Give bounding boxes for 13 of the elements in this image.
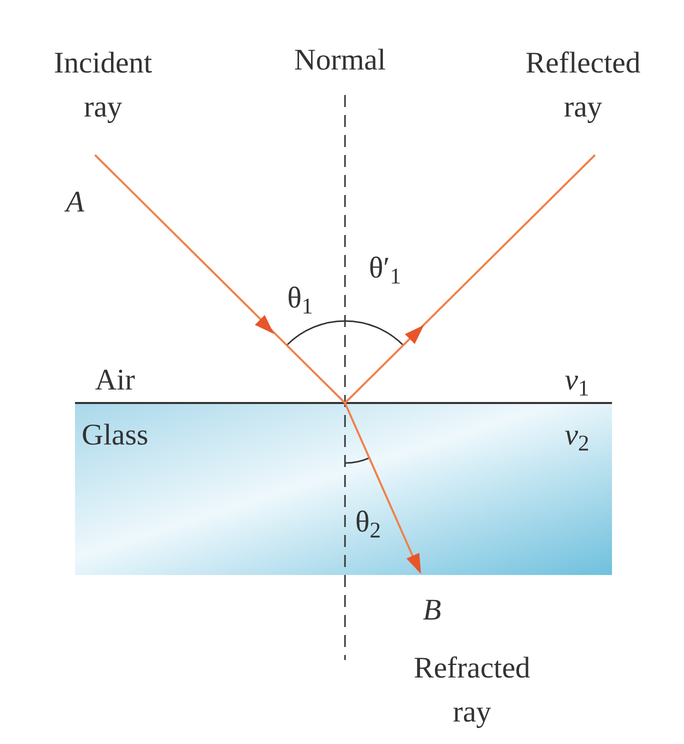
point-label: B bbox=[422, 592, 442, 628]
normal-label: Normal bbox=[293, 42, 387, 78]
speed-label: v$_{1}$ bbox=[564, 362, 590, 402]
ray-label: Refracted ray bbox=[412, 650, 532, 730]
medium-label: Air bbox=[94, 362, 136, 398]
point-label: A bbox=[63, 184, 86, 220]
speed-label: v$_{2}$ bbox=[564, 417, 590, 457]
ray-label: Incident ray bbox=[52, 46, 154, 125]
medium-label: Glass bbox=[80, 417, 150, 454]
angle-label: θ$_{2}$ bbox=[354, 504, 382, 544]
angle-label: θ′$_{1}$ bbox=[368, 250, 402, 290]
ray-label: Reflected ray bbox=[524, 46, 642, 125]
angle-label: θ$_{1}$ bbox=[286, 280, 314, 320]
